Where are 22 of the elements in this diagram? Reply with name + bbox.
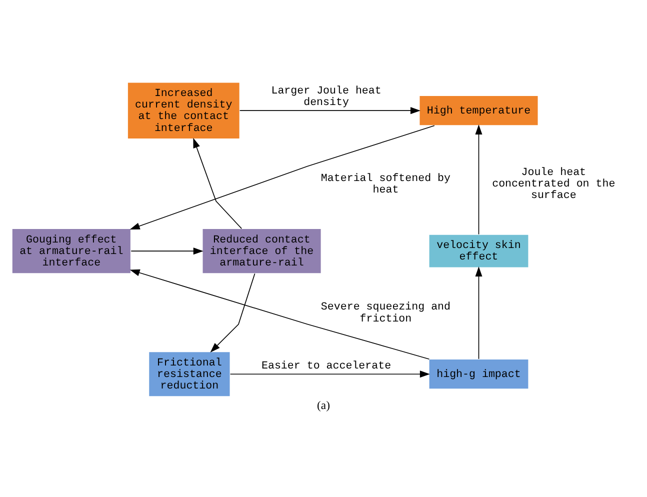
node-box: Frictional resistance reduction xyxy=(148,350,231,396)
node-box: Reduced contact interface of the armature-rail xyxy=(202,228,322,274)
arrow xyxy=(239,106,420,114)
node-box: High temperature xyxy=(418,94,539,126)
node-box: Gouging effect at armature-rail interface xyxy=(12,228,132,274)
arrow xyxy=(130,124,435,229)
node-box: Increased current density at the contact interface xyxy=(127,81,240,139)
edge-label: Easier to accelerate xyxy=(261,360,392,372)
arrow xyxy=(130,247,204,254)
arrow xyxy=(475,124,482,234)
edge-label: Joule heat concentrated on the surface xyxy=(492,166,616,202)
edge-label: Severe squeezing and friction xyxy=(320,301,451,325)
arrow xyxy=(210,272,256,352)
arrow xyxy=(130,268,430,359)
caption: (a) xyxy=(317,398,330,412)
arrow xyxy=(193,137,242,228)
node-box: velocity skin effect xyxy=(428,234,530,268)
arrow xyxy=(475,266,482,359)
arrow xyxy=(230,370,430,378)
edge-label: Larger Joule heat density xyxy=(271,84,382,109)
node-box: high-g impact xyxy=(428,358,530,389)
edge-label: Material softened by heat xyxy=(320,172,451,196)
